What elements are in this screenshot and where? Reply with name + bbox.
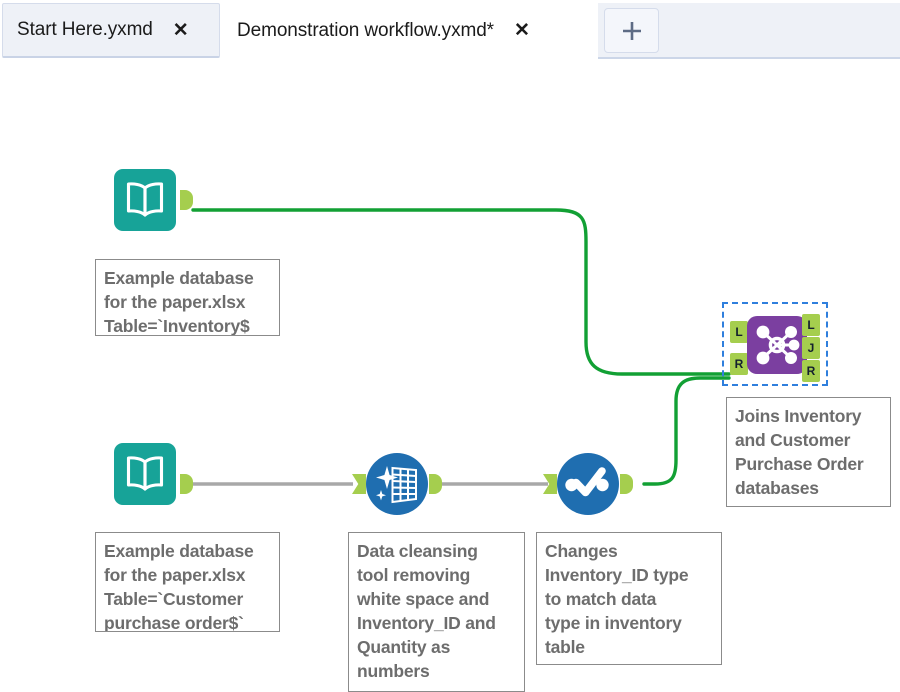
input-connector-cleansing[interactable] bbox=[352, 474, 366, 494]
tab-start-here-label: Start Here.yxmd bbox=[17, 19, 153, 40]
network-nodes-icon bbox=[756, 325, 800, 365]
tool-data-cleansing[interactable] bbox=[352, 453, 442, 515]
tool-input-data-customer[interactable] bbox=[114, 443, 193, 505]
new-tab-button[interactable] bbox=[604, 8, 659, 53]
checkmark-circle-icon bbox=[565, 467, 609, 497]
output-connector-customer[interactable] bbox=[180, 474, 193, 494]
open-book-icon bbox=[126, 182, 164, 217]
input-connector-select[interactable] bbox=[543, 474, 557, 494]
tab-start-here-close-icon[interactable]: ✕ bbox=[172, 19, 189, 41]
annotation-inventory: Example database for the paper.xlsx Tabl… bbox=[95, 259, 280, 336]
input-data-icon-body-2[interactable] bbox=[114, 443, 176, 505]
annotation-select: Changes Inventory_ID type to match data … bbox=[536, 532, 722, 665]
sparkle-table-icon bbox=[376, 466, 417, 504]
select-icon-body[interactable] bbox=[557, 453, 619, 515]
wire-select-to-join-right bbox=[642, 376, 731, 486]
annotation-customer: Example database for the paper.xlsx Tabl… bbox=[95, 532, 280, 632]
join-output-right[interactable]: R bbox=[802, 360, 820, 382]
join-output-join[interactable]: J bbox=[802, 337, 820, 359]
input-data-icon-body[interactable] bbox=[114, 169, 176, 231]
open-book-icon bbox=[126, 456, 164, 491]
annotation-join: Joins Inventory and Customer Purchase Or… bbox=[726, 397, 891, 507]
output-connector-inventory[interactable] bbox=[180, 190, 193, 210]
tool-input-data-inventory[interactable] bbox=[114, 169, 193, 231]
tab-demonstration-workflow-label: Demonstration workflow.yxmd* bbox=[237, 19, 494, 41]
tab-demonstration-workflow[interactable]: Demonstration workflow.yxmd* ✕ bbox=[222, 3, 594, 58]
output-connector-select[interactable] bbox=[620, 474, 633, 494]
output-connector-cleansing[interactable] bbox=[429, 474, 442, 494]
tool-select[interactable] bbox=[543, 453, 633, 515]
join-input-right[interactable]: R bbox=[730, 353, 748, 375]
tab-bar: Start Here.yxmd ✕ Demonstration workflow… bbox=[0, 0, 900, 62]
data-cleansing-icon-body[interactable] bbox=[366, 453, 428, 515]
workflow-canvas[interactable]: Example database for the paper.xlsx Tabl… bbox=[0, 62, 900, 692]
tab-start-here[interactable]: Start Here.yxmd ✕ bbox=[2, 3, 220, 58]
join-icon-body[interactable] bbox=[747, 316, 807, 374]
annotation-cleansing: Data cleansing tool removing white space… bbox=[348, 532, 525, 692]
plus-icon bbox=[622, 21, 641, 40]
join-output-left[interactable]: L bbox=[802, 314, 820, 336]
join-input-left[interactable]: L bbox=[730, 321, 748, 343]
tab-demonstration-workflow-close-icon[interactable]: ✕ bbox=[513, 20, 530, 41]
tool-join[interactable]: L R L J R bbox=[722, 302, 828, 386]
